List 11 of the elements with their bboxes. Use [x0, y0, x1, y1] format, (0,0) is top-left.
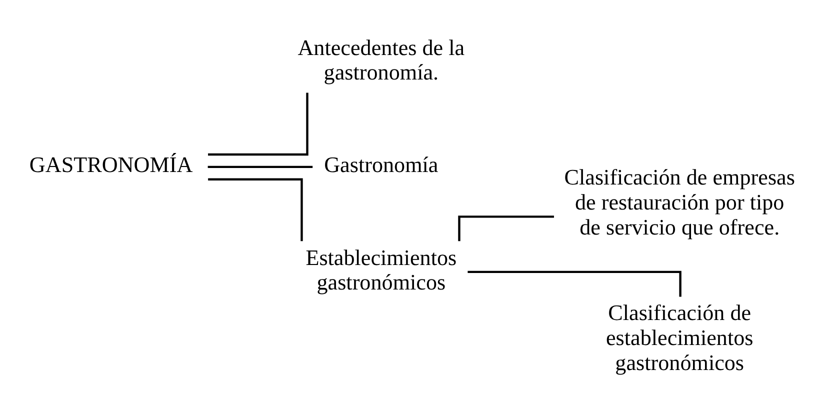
- node-text: Clasificación de empresas de restauración por tipo de servicio que ofrece.: [564, 164, 795, 240]
- connector: [208, 92, 308, 156]
- node-text: GASTRONOMÍA: [29, 152, 193, 178]
- node-text: Establecimientos gastronómicos: [306, 244, 457, 295]
- connector: [208, 178, 303, 242]
- connector: [468, 270, 682, 297]
- node-text: Antecedentes de la gastronomía.: [298, 34, 465, 85]
- connector: [458, 216, 554, 242]
- node-text: Clasificación de establecimientos gastronómicos: [606, 300, 754, 375]
- node-text: Gastronomía: [324, 152, 438, 178]
- connector: [208, 166, 313, 168]
